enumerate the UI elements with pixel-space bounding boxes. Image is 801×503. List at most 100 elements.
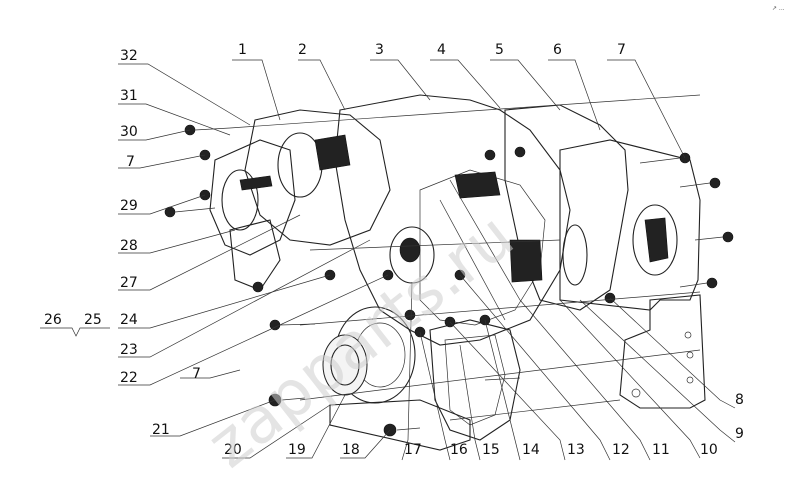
front-housing: [244, 109, 391, 246]
leader-22: [118, 274, 389, 386]
leader-30: [118, 129, 191, 141]
axis-line-3: [299, 349, 701, 401]
leader-28: [118, 229, 236, 254]
bolt-right-3: [706, 277, 718, 289]
callout-16: 16: [450, 442, 468, 458]
right-block: [509, 239, 543, 283]
callout-labels: 1 2 3 4 5 6 7 32 31 30 7 29 28 27 26 25 …: [44, 42, 744, 458]
bolt-top-2: [514, 146, 526, 158]
callout-26: 26: [44, 312, 62, 328]
pump-body: [209, 139, 296, 256]
leader-26-25: [40, 327, 110, 337]
gasket-plate: [504, 104, 629, 311]
shank-right-3: [679, 282, 708, 288]
callout-2: 2: [298, 42, 307, 58]
leader-31: [118, 103, 231, 136]
leader-3: [370, 59, 431, 101]
callout-8: 8: [735, 392, 744, 408]
callout-14: 14: [522, 442, 540, 458]
leader-23: [118, 239, 371, 358]
leader-16: [419, 331, 451, 461]
bolt-top-1: [484, 149, 496, 161]
leader-15: [459, 344, 481, 461]
callout-12: 12: [612, 442, 630, 458]
callout-18: 18: [342, 442, 360, 458]
pump-face: [221, 169, 259, 231]
bolt-17: [404, 309, 416, 321]
leader-13: [449, 321, 566, 461]
leader-17: [401, 281, 413, 461]
callout-31: 31: [120, 88, 138, 104]
rear-cover-plate: [559, 139, 701, 311]
shank-right-2: [694, 236, 724, 241]
rear-cover-cutout: [644, 217, 669, 263]
leader-7c: [180, 369, 241, 379]
callout-9: 9: [735, 426, 744, 442]
shank-30: [194, 127, 231, 131]
leader-18: [340, 429, 391, 459]
watermark: zapparts.ru: [194, 199, 527, 482]
lower-cover-flange: [429, 319, 521, 441]
leader-21: [150, 399, 276, 437]
callout-19: 19: [288, 442, 306, 458]
leader-29: [118, 194, 206, 215]
callout-1: 1: [238, 42, 247, 58]
callout-27: 27: [120, 275, 138, 291]
callout-23: 23: [120, 342, 138, 358]
bolt-right-2: [722, 231, 734, 243]
support-bracket: [329, 399, 471, 451]
axis-line-5: [309, 239, 561, 251]
shank-29b: [174, 207, 216, 213]
leader-11: [519, 299, 651, 461]
callout-6: 6: [553, 42, 562, 58]
shank-7-right: [639, 157, 681, 164]
leader-27: [118, 214, 301, 291]
axis-line-4: [449, 399, 621, 421]
callout-17: 17: [404, 442, 422, 458]
callout-20: 20: [224, 442, 242, 458]
oil-seal-inner: [330, 344, 360, 386]
leader-lines: [40, 59, 736, 461]
callout-11: 11: [652, 442, 670, 458]
leader-19: [286, 394, 346, 459]
callout-7-left: 7: [126, 154, 135, 170]
leader-4: [430, 59, 501, 109]
bracket-plate-right: [619, 294, 706, 409]
leader-9: [579, 299, 736, 443]
callout-4: 4: [437, 42, 446, 58]
leader-8: [609, 297, 736, 409]
callout-15: 15: [482, 442, 500, 458]
leader-20: [222, 404, 331, 459]
corner-mark: ↗ ...: [772, 5, 785, 12]
bracket-hole-c: [686, 376, 694, 384]
idler-hub-inner: [399, 237, 421, 263]
leader-14: [484, 319, 521, 461]
bolt-right-1: [709, 177, 721, 189]
leader-5: [490, 59, 561, 111]
leader-1: [232, 59, 281, 121]
assembly-drawing: [164, 94, 734, 451]
callout-29: 29: [120, 198, 138, 214]
leader-12: [459, 274, 611, 461]
callout-5: 5: [495, 42, 504, 58]
leader-24: [118, 274, 331, 329]
callout-3: 3: [375, 42, 384, 58]
bolt-25: [252, 281, 264, 293]
leader-2: [298, 59, 346, 111]
callout-7-lower: 7: [192, 366, 201, 382]
bracket-hole-a: [684, 331, 692, 339]
callout-22: 22: [120, 370, 138, 386]
leader-7b: [118, 154, 206, 169]
callout-30: 30: [120, 124, 138, 140]
axis-line-1: [229, 94, 701, 129]
cover-rib-2: [439, 199, 506, 321]
bracket-hole-b: [686, 351, 694, 359]
shank-14: [484, 377, 521, 381]
callout-21: 21: [152, 422, 170, 438]
center-lines: [229, 94, 701, 421]
leader-32: [118, 63, 251, 126]
shank-21: [281, 397, 306, 401]
leader-7a: [607, 59, 686, 159]
sensor-block: [454, 171, 501, 199]
